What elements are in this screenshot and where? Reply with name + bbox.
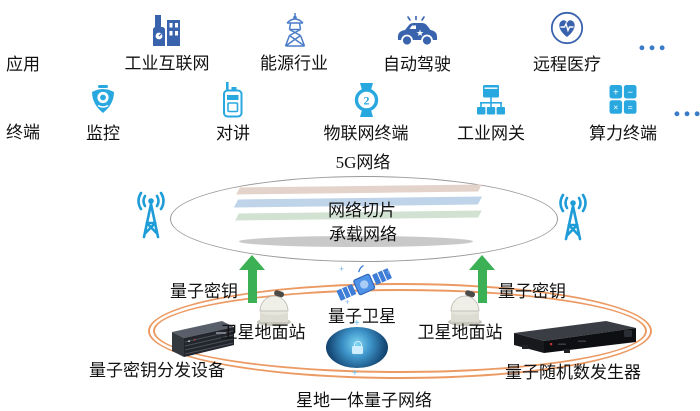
terminal-item-computing: 算力终端 bbox=[589, 124, 657, 143]
terminal-item-surveillance: 监控 bbox=[86, 124, 120, 143]
svg-text:+: + bbox=[345, 298, 350, 307]
ellipsis-icon: … bbox=[637, 24, 667, 57]
svg-text:=: = bbox=[628, 103, 633, 113]
qkd-server-icon bbox=[164, 314, 238, 358]
qkd-device-label: 量子密钥分发设备 bbox=[89, 361, 225, 380]
bearer-base-oval bbox=[239, 236, 473, 247]
quantum-network-title: 星地一体量子网络 bbox=[296, 391, 432, 410]
smartwatch-icon: 2 bbox=[352, 83, 381, 117]
sparkle-icon: + bbox=[352, 368, 358, 379]
gateway-icon bbox=[476, 85, 506, 117]
app-item-autonomous-driving: 自动驾驶 bbox=[383, 55, 451, 74]
car-icon: ★ bbox=[394, 16, 440, 48]
power-tower-icon bbox=[280, 11, 310, 48]
5g-network-title: 5G网络 bbox=[335, 153, 391, 172]
sparkle-icon: + bbox=[354, 318, 360, 329]
svg-text:2: 2 bbox=[364, 94, 370, 108]
ground-station-dome-icon bbox=[442, 284, 488, 327]
qrng-device-icon bbox=[508, 316, 642, 358]
svg-text:+: + bbox=[386, 268, 391, 277]
app-item-energy: 能源行业 bbox=[260, 54, 328, 73]
ellipsis-icon: … bbox=[672, 90, 700, 123]
quantum-network-ring-inner bbox=[153, 289, 647, 373]
antenna-icon bbox=[553, 193, 593, 243]
terminal-item-gateway: 工业网关 bbox=[457, 124, 525, 143]
quantum-key-label-right: 量子密钥 bbox=[498, 282, 566, 301]
quantum-satellite-label: 量子卫星 bbox=[328, 307, 396, 326]
5g-network-ellipse bbox=[170, 176, 558, 262]
lock-icon bbox=[351, 341, 363, 354]
app-item-telemedicine: 远程医疗 bbox=[533, 55, 601, 74]
quantum-key-label-left: 量子密钥 bbox=[170, 282, 238, 301]
walkie-talkie-icon bbox=[221, 82, 245, 118]
quantum-secure-globe-icon bbox=[326, 327, 388, 368]
svg-text:×: × bbox=[613, 103, 618, 113]
ground-station-label-left: 卫星地面站 bbox=[220, 323, 306, 342]
row-label-terminals: 终端 bbox=[6, 123, 40, 142]
network-slice-label: 网络切片 bbox=[328, 201, 396, 220]
ground-station-label-right: 卫星地面站 bbox=[417, 323, 503, 342]
svg-text:+: + bbox=[339, 264, 344, 274]
bearer-network-label: 承载网络 bbox=[329, 225, 397, 244]
quantum-network-ring-outer bbox=[148, 283, 652, 379]
svg-text:★: ★ bbox=[416, 28, 424, 38]
svg-text:+: + bbox=[613, 88, 619, 99]
cctv-icon bbox=[88, 85, 118, 116]
quantum-key-arrow-left bbox=[239, 255, 265, 303]
quantum-key-arrow-right bbox=[469, 255, 495, 303]
calculator-icon: + − × = bbox=[609, 84, 637, 115]
ground-station-dome-icon bbox=[251, 284, 297, 327]
row-label-applications: 应用 bbox=[6, 55, 40, 74]
app-item-industrial-internet: 工业互联网 bbox=[124, 54, 210, 73]
factory-icon bbox=[152, 13, 182, 47]
qrng-device-label: 量子随机数发生器 bbox=[505, 363, 641, 382]
terminal-item-intercom: 对讲 bbox=[216, 124, 250, 143]
svg-text:−: − bbox=[627, 87, 633, 98]
antenna-icon bbox=[131, 191, 171, 241]
quantum-satellite-icon: + + + bbox=[333, 263, 395, 307]
telemedicine-icon bbox=[550, 11, 584, 45]
terminal-item-iot: 物联网终端 bbox=[323, 124, 409, 143]
